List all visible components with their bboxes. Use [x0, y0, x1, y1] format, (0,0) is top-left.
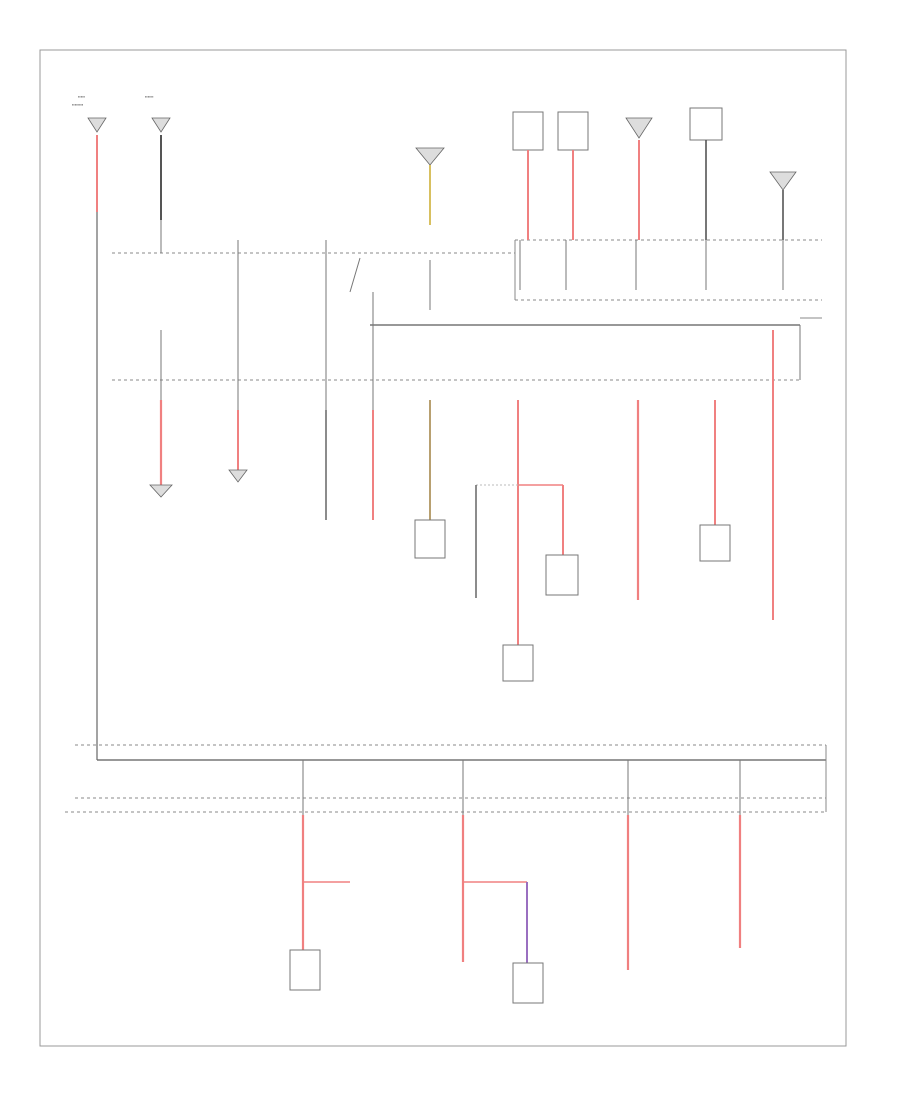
top-connector-1: ▪▪▪▪▪ ▪▪▪▪▪▪▪▪	[72, 94, 107, 133]
diagram-border	[39, 49, 847, 1047]
top-component-6	[415, 147, 445, 225]
svg-text:▪▪▪▪▪: ▪▪▪▪▪	[78, 94, 86, 99]
top-component-4	[689, 107, 723, 240]
top-component-5	[769, 171, 797, 240]
fuse-block-lower	[65, 744, 827, 813]
top-component-2	[557, 111, 589, 240]
fuse-block-upper	[112, 239, 822, 381]
upper-fuses	[160, 240, 784, 410]
top-component-1	[512, 111, 544, 240]
svg-text:▪▪▪▪▪▪▪▪: ▪▪▪▪▪▪▪▪	[72, 102, 84, 107]
svg-text:▪▪▪▪▪▪: ▪▪▪▪▪▪	[145, 94, 154, 99]
top-connector-2: ▪▪▪▪▪▪	[145, 94, 171, 253]
upper-load-wires	[149, 330, 774, 682]
lower-fuses	[302, 760, 741, 820]
lower-load-wires	[289, 815, 742, 1004]
top-component-3	[625, 117, 653, 240]
